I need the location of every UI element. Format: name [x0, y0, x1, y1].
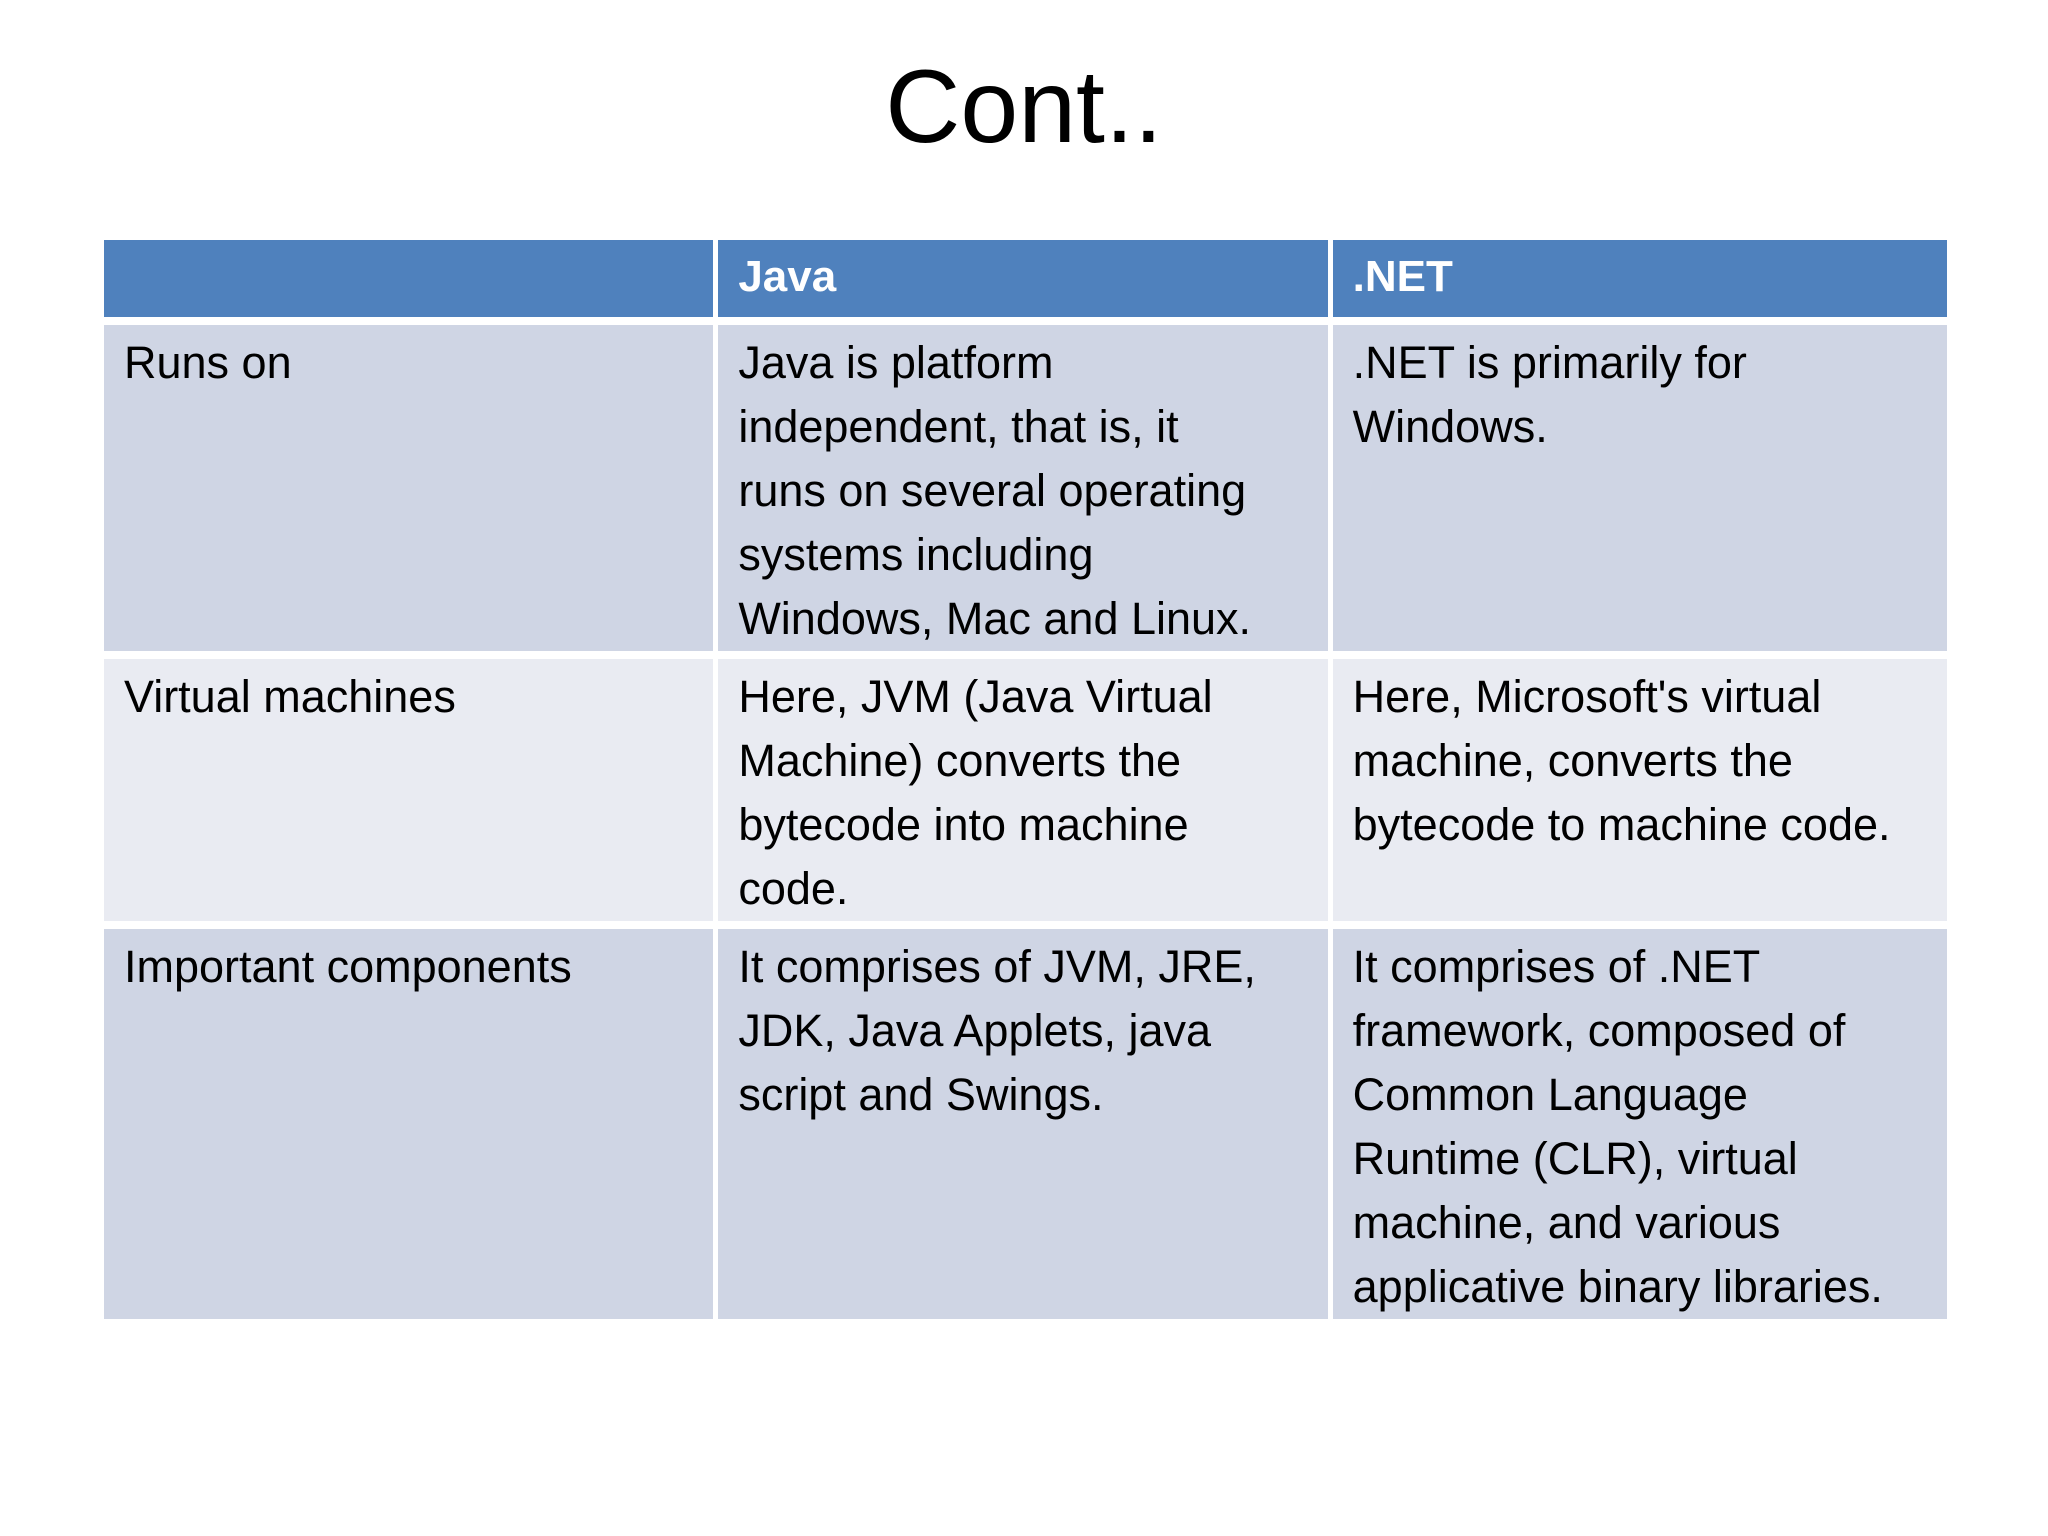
cell-net: Here, Microsoft's virtual machine, conve…	[1332, 659, 1947, 929]
cell-net: It comprises of .NET framework, composed…	[1332, 929, 1947, 1319]
cell-java: Java is platform independent, that is, i…	[718, 325, 1333, 659]
table-row-important-components: Important components It comprises of JVM…	[104, 929, 1947, 1319]
row-label: Virtual machines	[104, 659, 719, 929]
table-header-net: .NET	[1332, 240, 1947, 325]
slide-title: Cont..	[885, 49, 1163, 165]
table-row-virtual-machines: Virtual machines Here, JVM (Java Virtual…	[104, 659, 1947, 929]
table-header-row: Java .NET	[104, 240, 1947, 325]
table-row-runs-on: Runs on Java is platform independent, th…	[104, 325, 1947, 659]
table-header-empty	[104, 240, 719, 325]
comparison-table: Java .NET Runs on Java is platform indep…	[104, 240, 1947, 1319]
row-label: Important components	[104, 929, 719, 1319]
row-label: Runs on	[104, 325, 719, 659]
cell-java: It comprises of JVM, JRE, JDK, Java Appl…	[718, 929, 1333, 1319]
cell-java: Here, JVM (Java Virtual Machine) convert…	[718, 659, 1333, 929]
table-header-java: Java	[718, 240, 1333, 325]
table-header: Java .NET	[104, 240, 1947, 325]
cell-net: .NET is primarily for Windows.	[1332, 325, 1947, 659]
